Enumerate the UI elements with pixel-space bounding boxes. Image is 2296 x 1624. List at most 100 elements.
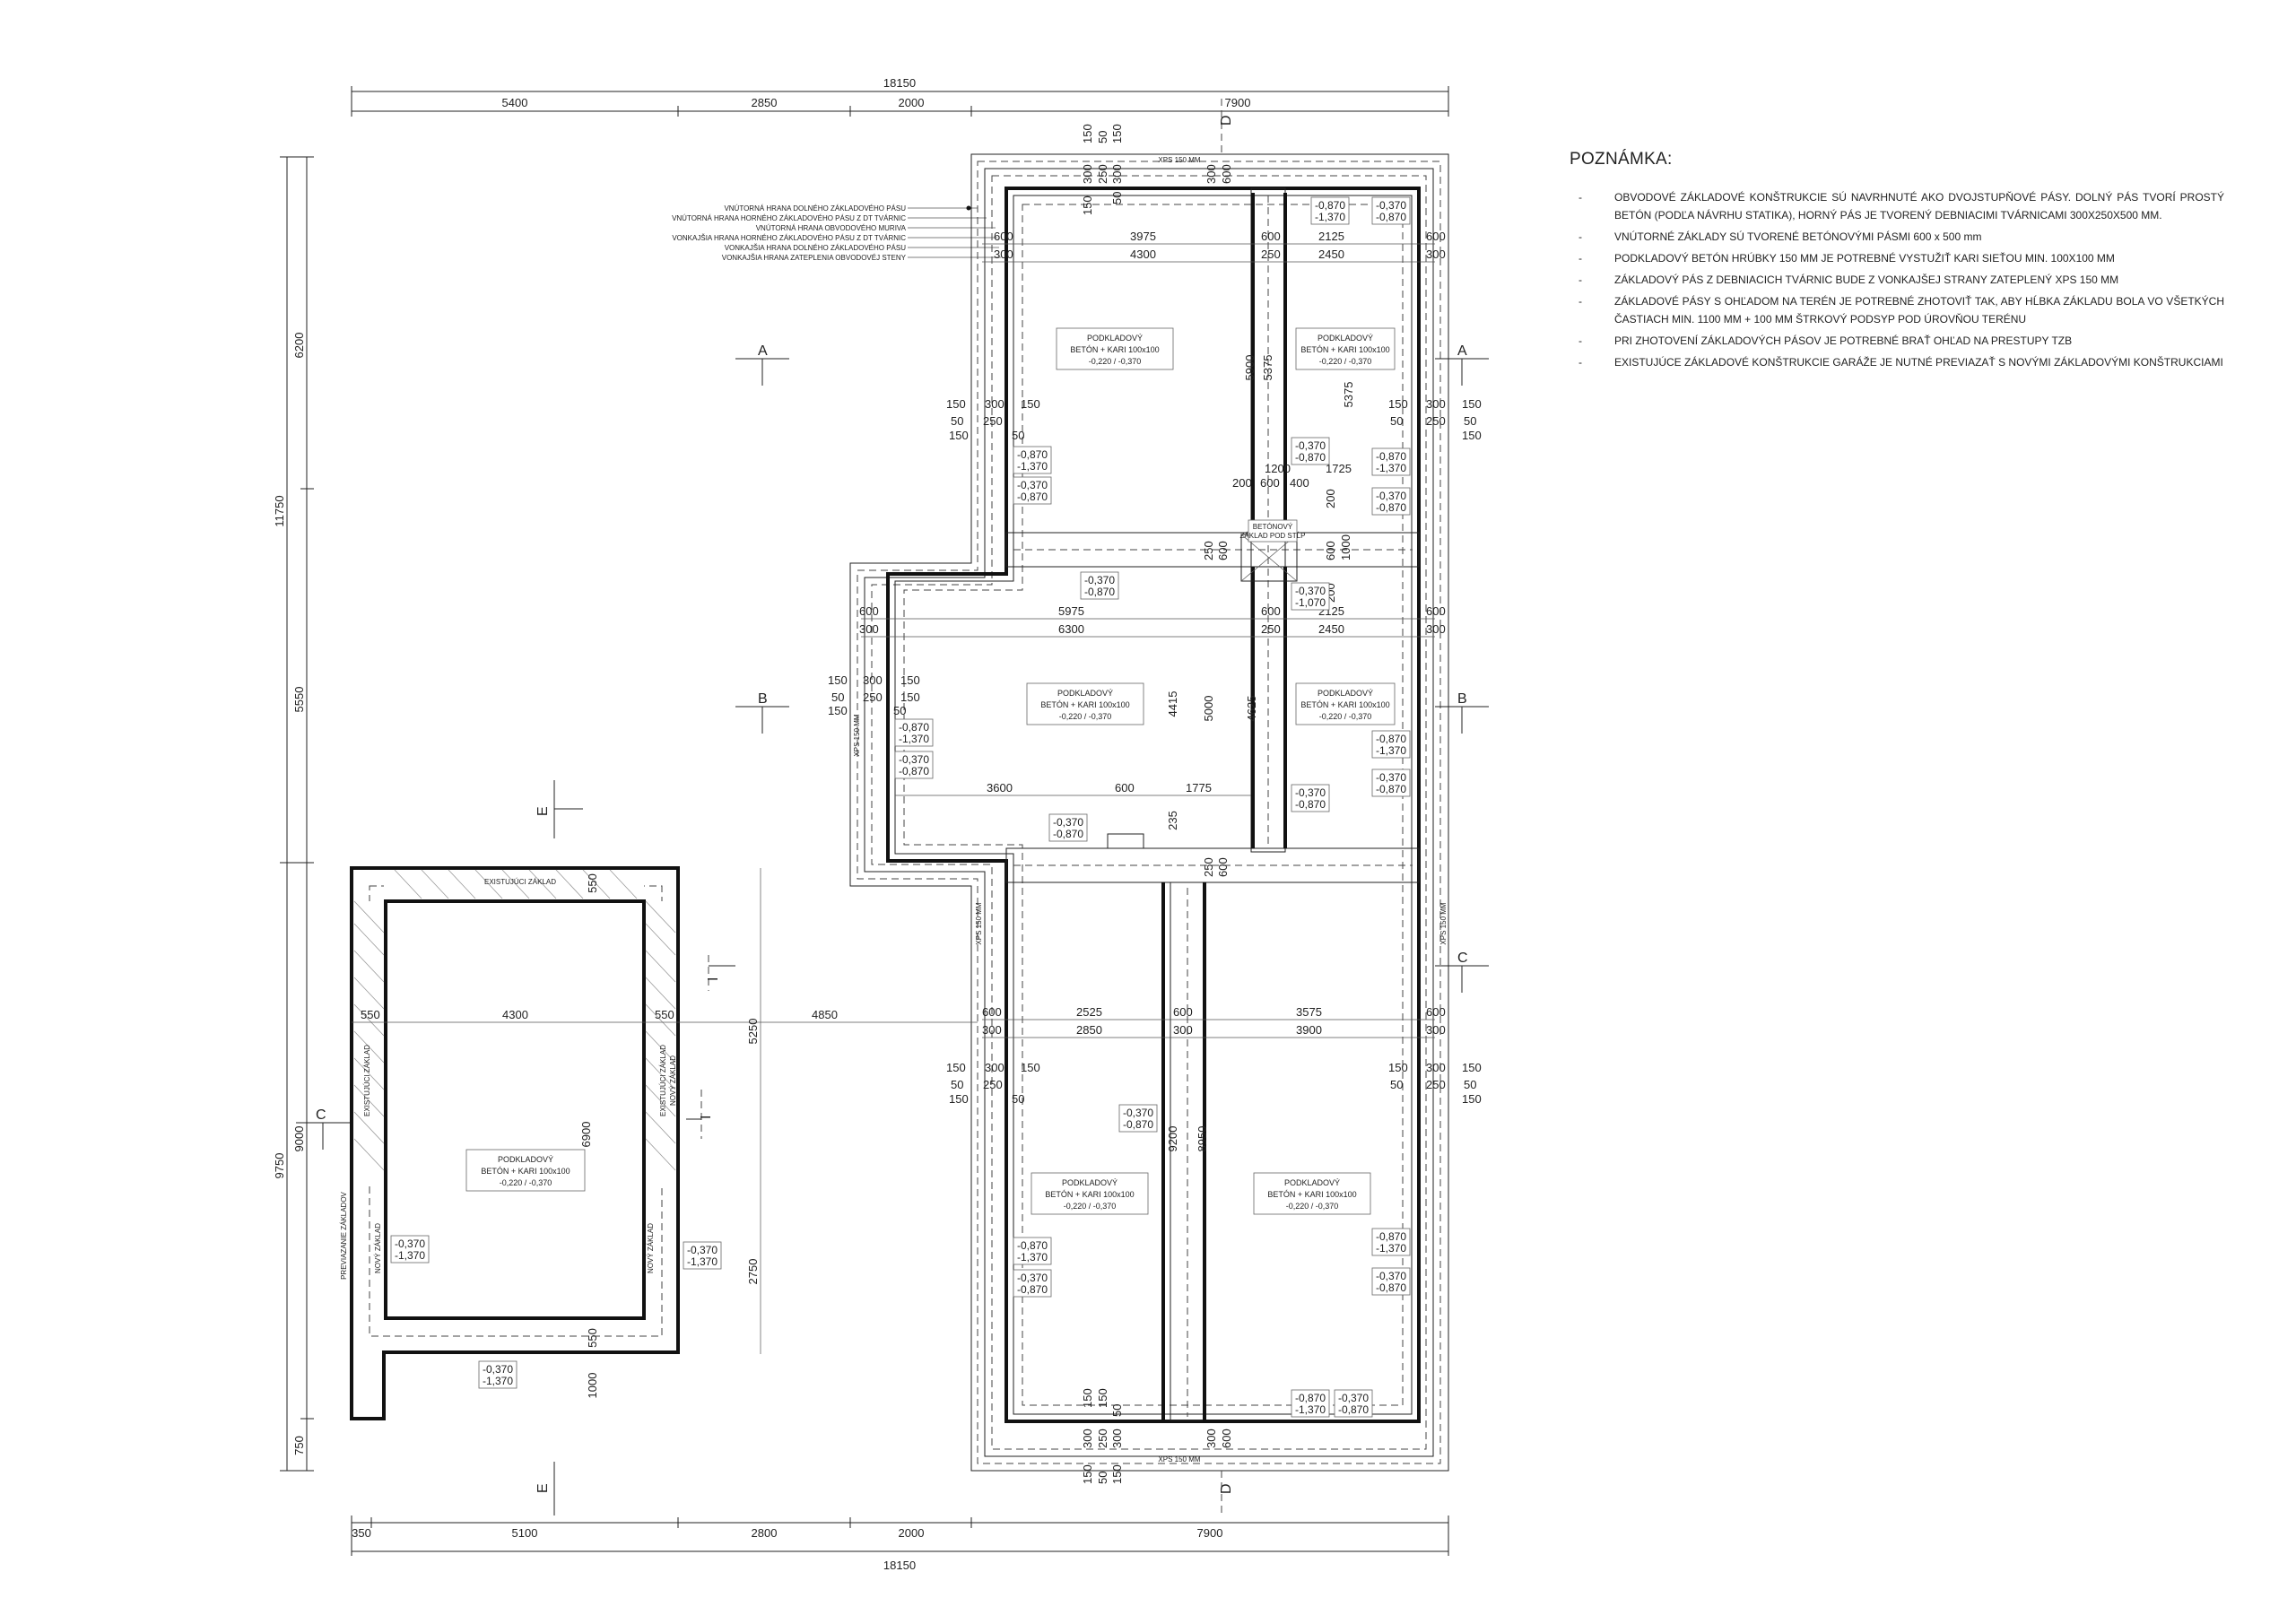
- note-item: VNÚTORNÉ ZÁKLADY SÚ TVORENÉ BETÓNOVÝMI P…: [1570, 228, 2224, 246]
- lvl-5a: -0,370: [1295, 439, 1326, 452]
- lvl-15a: -0,370: [1053, 816, 1083, 829]
- dim-250-h: 250: [1096, 164, 1109, 184]
- dim-250-d: 250: [1426, 414, 1446, 428]
- dim-300-q: 300: [1110, 1429, 1124, 1448]
- dim-50-b: 50: [1012, 429, 1024, 442]
- legend-line-1: VNÚTORNÁ HRANA DOLNÉHO ZÁKLADOVÉHO PÁSU: [724, 204, 906, 213]
- dim-5375-a: 5375: [1261, 355, 1274, 381]
- dim-3600: 3600: [987, 781, 1013, 795]
- dim-1200: 1200: [1265, 462, 1291, 475]
- dim-9200: 9200: [1166, 1126, 1179, 1152]
- dim-150-n: 150: [1388, 1061, 1408, 1074]
- legend-line-5: VONKAJŠIA HRANA DOLNÉHO ZÁKLADOVÉHO PÁSU: [725, 244, 907, 252]
- lvl-10b: -1,370: [899, 733, 929, 745]
- dim-3975: 3975: [1130, 230, 1156, 243]
- podklad-4-l1: PODKLADOVÝ: [1318, 689, 1373, 698]
- dim-5250: 5250: [746, 1019, 760, 1045]
- dim-300-m: 300: [1081, 164, 1094, 184]
- dim-left-5550: 5550: [292, 687, 306, 713]
- notes-panel: POZNÁMKA: OBVODOVÉ ZÁKLADOVÉ KONŠTRUKCIE…: [1570, 151, 2224, 375]
- dim-3575: 3575: [1296, 1005, 1322, 1019]
- dim-550-c: 550: [586, 873, 599, 893]
- dim-50-k: 50: [1096, 131, 1109, 143]
- dim-5975: 5975: [1058, 604, 1084, 618]
- dim-8950: 8950: [1196, 1126, 1209, 1152]
- podklad-7-l1: PODKLADOVÝ: [498, 1155, 553, 1164]
- dim-300-g: 300: [1426, 1023, 1446, 1037]
- section-d-bottom: D: [1219, 1471, 1234, 1515]
- dim-300-j: 300: [863, 673, 883, 687]
- dim-600-e: 600: [1261, 604, 1281, 618]
- lvl-21a: -0,870: [1295, 1392, 1326, 1404]
- dim-top-seg-4: 7900: [1225, 96, 1251, 109]
- dim-300-p: 300: [1081, 1429, 1094, 1448]
- dim-300-o: 300: [1205, 164, 1218, 184]
- section-c-left-label: C: [316, 1107, 326, 1123]
- dim-bottom-seg-5: 7900: [1197, 1526, 1223, 1540]
- dim-250-f: 250: [983, 1078, 1003, 1091]
- dim-2450-a: 2450: [1318, 248, 1344, 261]
- dim-550-a: 550: [361, 1008, 380, 1021]
- garage-existing-top: EXISTUJÚCI ZÁKLAD: [484, 878, 556, 886]
- bottom-dimension-chain: 350 5100 2800 2000 7900 18150: [351, 1515, 1449, 1572]
- dim-bottom-seg-4: 2000: [899, 1526, 925, 1540]
- dim-200-a: 200: [1232, 476, 1252, 490]
- lvl-23b: -1,370: [395, 1249, 425, 1262]
- garage-foundation: EXISTUJÚCI ZÁKLAD EXISTUJÚCI ZÁKLAD EXIS…: [340, 866, 978, 1420]
- podklad-7-l3: -0,220 / -0,370: [500, 1178, 552, 1187]
- interior-foundations: BETÓNOVÝ ZÁKLAD POD STĹP: [1005, 187, 1420, 1421]
- dim-250-a: 250: [1261, 248, 1281, 261]
- dim-3900: 3900: [1296, 1023, 1322, 1037]
- dim-5375-b: 5375: [1342, 382, 1355, 408]
- section-e-bottom-label: E: [535, 1483, 551, 1493]
- dim-total-top: 18150: [883, 76, 916, 90]
- podklad-1-l3: -0,220 / -0,370: [1089, 357, 1142, 366]
- dim-600-f: 600: [1426, 604, 1446, 618]
- lvl-17b: -1,370: [1017, 1251, 1048, 1264]
- dim-left-9000: 9000: [292, 1126, 306, 1152]
- dim-150-d: 150: [1388, 397, 1408, 411]
- lvl-6a: -0,870: [1376, 450, 1406, 463]
- dim-4625: 4625: [1245, 696, 1258, 722]
- lvl-10a: -0,870: [899, 721, 929, 734]
- dim-150-r: 150: [1110, 124, 1124, 143]
- dim-50-g: 50: [951, 1078, 963, 1091]
- garage-tie-label: PREVIAZANIE ZÁKLADOV: [340, 1191, 348, 1279]
- garage-new-left: NOVÝ ZÁKLAD: [374, 1223, 382, 1273]
- lvl-1b: -1,370: [1315, 211, 1345, 223]
- dim-150-u: 150: [1096, 1388, 1109, 1408]
- dim-50-n: 50: [1096, 1472, 1109, 1484]
- dim-250-j: 250: [1202, 541, 1215, 560]
- lvl-24a: -0,370: [687, 1244, 718, 1256]
- lvl-19a: -0,870: [1376, 1230, 1406, 1243]
- dim-250-e: 250: [863, 690, 883, 704]
- dim-50-e: 50: [831, 690, 844, 704]
- lvl-5b: -0,870: [1295, 451, 1326, 464]
- lvl-23a: -0,370: [395, 1238, 425, 1250]
- dim-left-6200: 6200: [292, 333, 306, 359]
- dim-600-d: 600: [859, 604, 879, 618]
- lvl-20b: -0,870: [1376, 1281, 1406, 1294]
- dim-300-e: 300: [982, 1023, 1002, 1037]
- lvl-18b: -0,870: [1017, 1283, 1048, 1296]
- dim-2525: 2525: [1076, 1005, 1102, 1019]
- dim-150-j: 150: [828, 704, 848, 717]
- lvl-18a: -0,370: [1017, 1272, 1048, 1284]
- dim-50-d: 50: [1464, 414, 1476, 428]
- dim-150-f: 150: [1462, 429, 1482, 442]
- lvl-11b: -0,870: [899, 765, 929, 777]
- section-a-left-label: A: [758, 343, 768, 359]
- section-d-top-label: D: [1219, 115, 1234, 126]
- dim-top-seg-1: 5400: [502, 96, 528, 109]
- lvl-2b: -0,870: [1376, 211, 1406, 223]
- dim-1000-b: 1000: [586, 1373, 599, 1399]
- dim-600-j: 600: [1115, 781, 1135, 795]
- note-item: OBVODOVÉ ZÁKLADOVÉ KONŠTRUKCIE SÚ NAVRHN…: [1570, 188, 2224, 224]
- dim-250-i: 250: [1096, 1429, 1109, 1448]
- dim-50-a: 50: [951, 414, 963, 428]
- room-dimensions: 600 3975 600 2125 600 300 4300 250 2450 …: [828, 124, 1482, 1484]
- dim-150-s: 150: [1081, 195, 1094, 215]
- dim-600-i: 600: [1426, 1005, 1446, 1019]
- dim-300-k: 300: [985, 1061, 1004, 1074]
